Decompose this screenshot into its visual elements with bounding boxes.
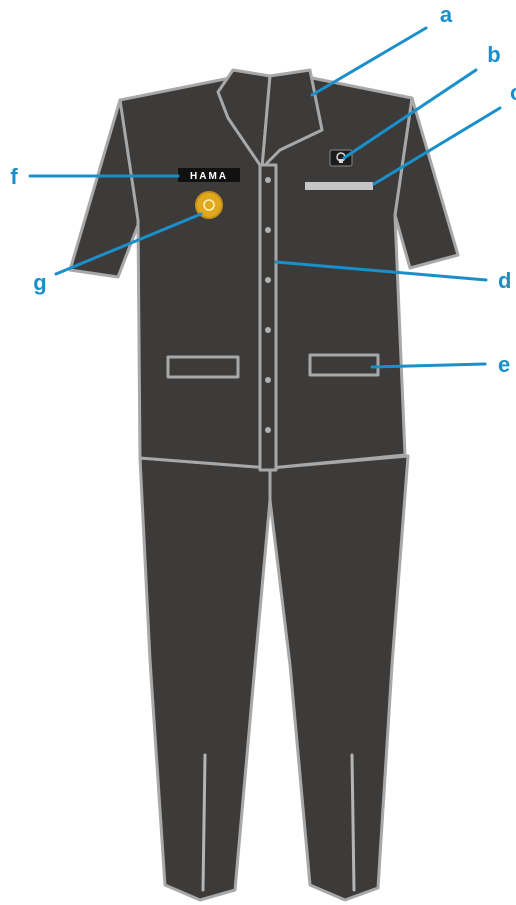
emblem-icon bbox=[330, 150, 352, 166]
left-pocket-flap bbox=[168, 357, 238, 377]
right-leg-crease bbox=[352, 755, 354, 890]
shirt-button bbox=[265, 327, 271, 333]
shirt-button bbox=[265, 277, 271, 283]
callout-f: f bbox=[10, 164, 18, 189]
shirt-button bbox=[265, 177, 271, 183]
right-trouser-leg bbox=[270, 456, 408, 900]
chest-bar bbox=[305, 182, 373, 190]
callout-e: e bbox=[498, 352, 510, 377]
callout-b: b bbox=[487, 42, 500, 67]
leader-line-a bbox=[312, 28, 426, 95]
callout-c: c bbox=[510, 80, 516, 105]
trousers bbox=[140, 456, 408, 900]
button-placket bbox=[260, 165, 276, 470]
callout-g: g bbox=[33, 270, 46, 295]
shirt: HAMA bbox=[70, 70, 458, 470]
right-pocket-flap bbox=[310, 355, 378, 375]
name-tag-text: HAMA bbox=[190, 171, 228, 182]
shirt-button bbox=[265, 377, 271, 383]
shirt-button bbox=[265, 427, 271, 433]
shirt-button bbox=[265, 227, 271, 233]
callout-a: a bbox=[440, 2, 453, 27]
callout-d: d bbox=[498, 268, 511, 293]
left-leg-crease bbox=[203, 755, 205, 890]
